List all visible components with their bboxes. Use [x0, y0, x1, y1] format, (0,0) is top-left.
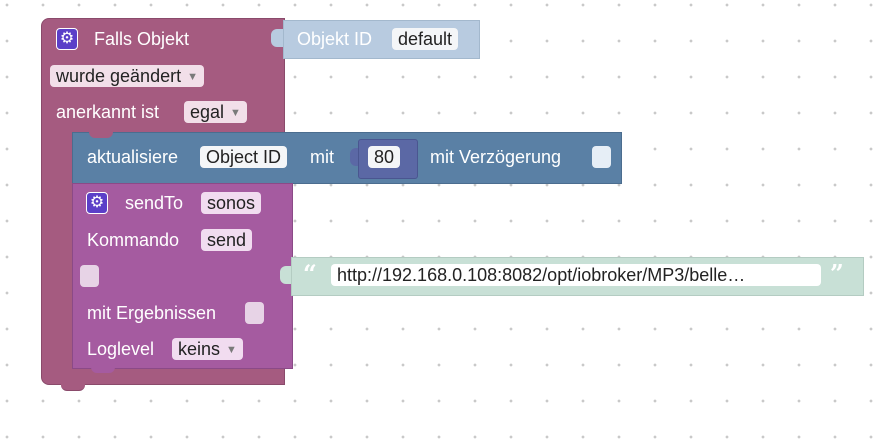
sendto-block-tab: [91, 364, 115, 373]
loglevel-value: keins: [178, 339, 221, 359]
trigger-title: Falls Objekt: [94, 29, 190, 49]
number-field[interactable]: 80: [368, 146, 401, 168]
update-block-notch: [89, 130, 113, 138]
trigger-gear-icon[interactable]: ⚙: [56, 28, 78, 50]
loglevel-dropdown[interactable]: keins ▼: [172, 338, 243, 360]
close-quote-icon: ”: [830, 259, 844, 288]
trigger-block-tab: [61, 380, 85, 391]
object-id-connector: [271, 29, 285, 47]
object-id-field[interactable]: default: [392, 28, 459, 50]
update-object-id-field[interactable]: Object ID: [200, 146, 288, 168]
ack-label: anerkannt ist: [56, 102, 160, 122]
command-field[interactable]: send: [201, 229, 253, 251]
sendto-instance-field[interactable]: sonos: [201, 192, 262, 214]
ack-dropdown[interactable]: egal ▼: [184, 101, 247, 123]
loglevel-label: Loglevel: [87, 339, 155, 359]
object-id-label: Objekt ID: [297, 29, 373, 49]
update-with-label: mit: [310, 147, 334, 167]
delay-checkbox[interactable]: [592, 146, 611, 168]
chevron-down-icon: ▼: [230, 107, 241, 119]
string-connector: [280, 266, 294, 284]
sendto-extra-checkbox[interactable]: [80, 265, 99, 287]
chevron-down-icon: ▼: [226, 344, 237, 356]
sendto-title: sendTo: [125, 193, 184, 213]
change-type-value: wurde geändert: [56, 66, 182, 86]
results-label: mit Ergebnissen: [87, 303, 217, 323]
update-block[interactable]: [72, 132, 622, 184]
chevron-down-icon: ▼: [187, 71, 198, 83]
change-type-dropdown[interactable]: wurde geändert ▼: [50, 65, 204, 87]
url-field[interactable]: http://192.168.0.108:8082/opt/iobroker/M…: [331, 264, 821, 286]
trigger-block-spine[interactable]: [41, 131, 74, 361]
sendto-gear-icon[interactable]: ⚙: [86, 192, 108, 214]
delay-label: mit Verzögerung: [430, 147, 562, 167]
command-label: Kommando: [87, 230, 180, 250]
ack-value: egal: [190, 102, 225, 122]
update-prefix: aktualisiere: [87, 147, 179, 167]
results-checkbox[interactable]: [245, 302, 264, 324]
open-quote-icon: “: [303, 259, 317, 288]
